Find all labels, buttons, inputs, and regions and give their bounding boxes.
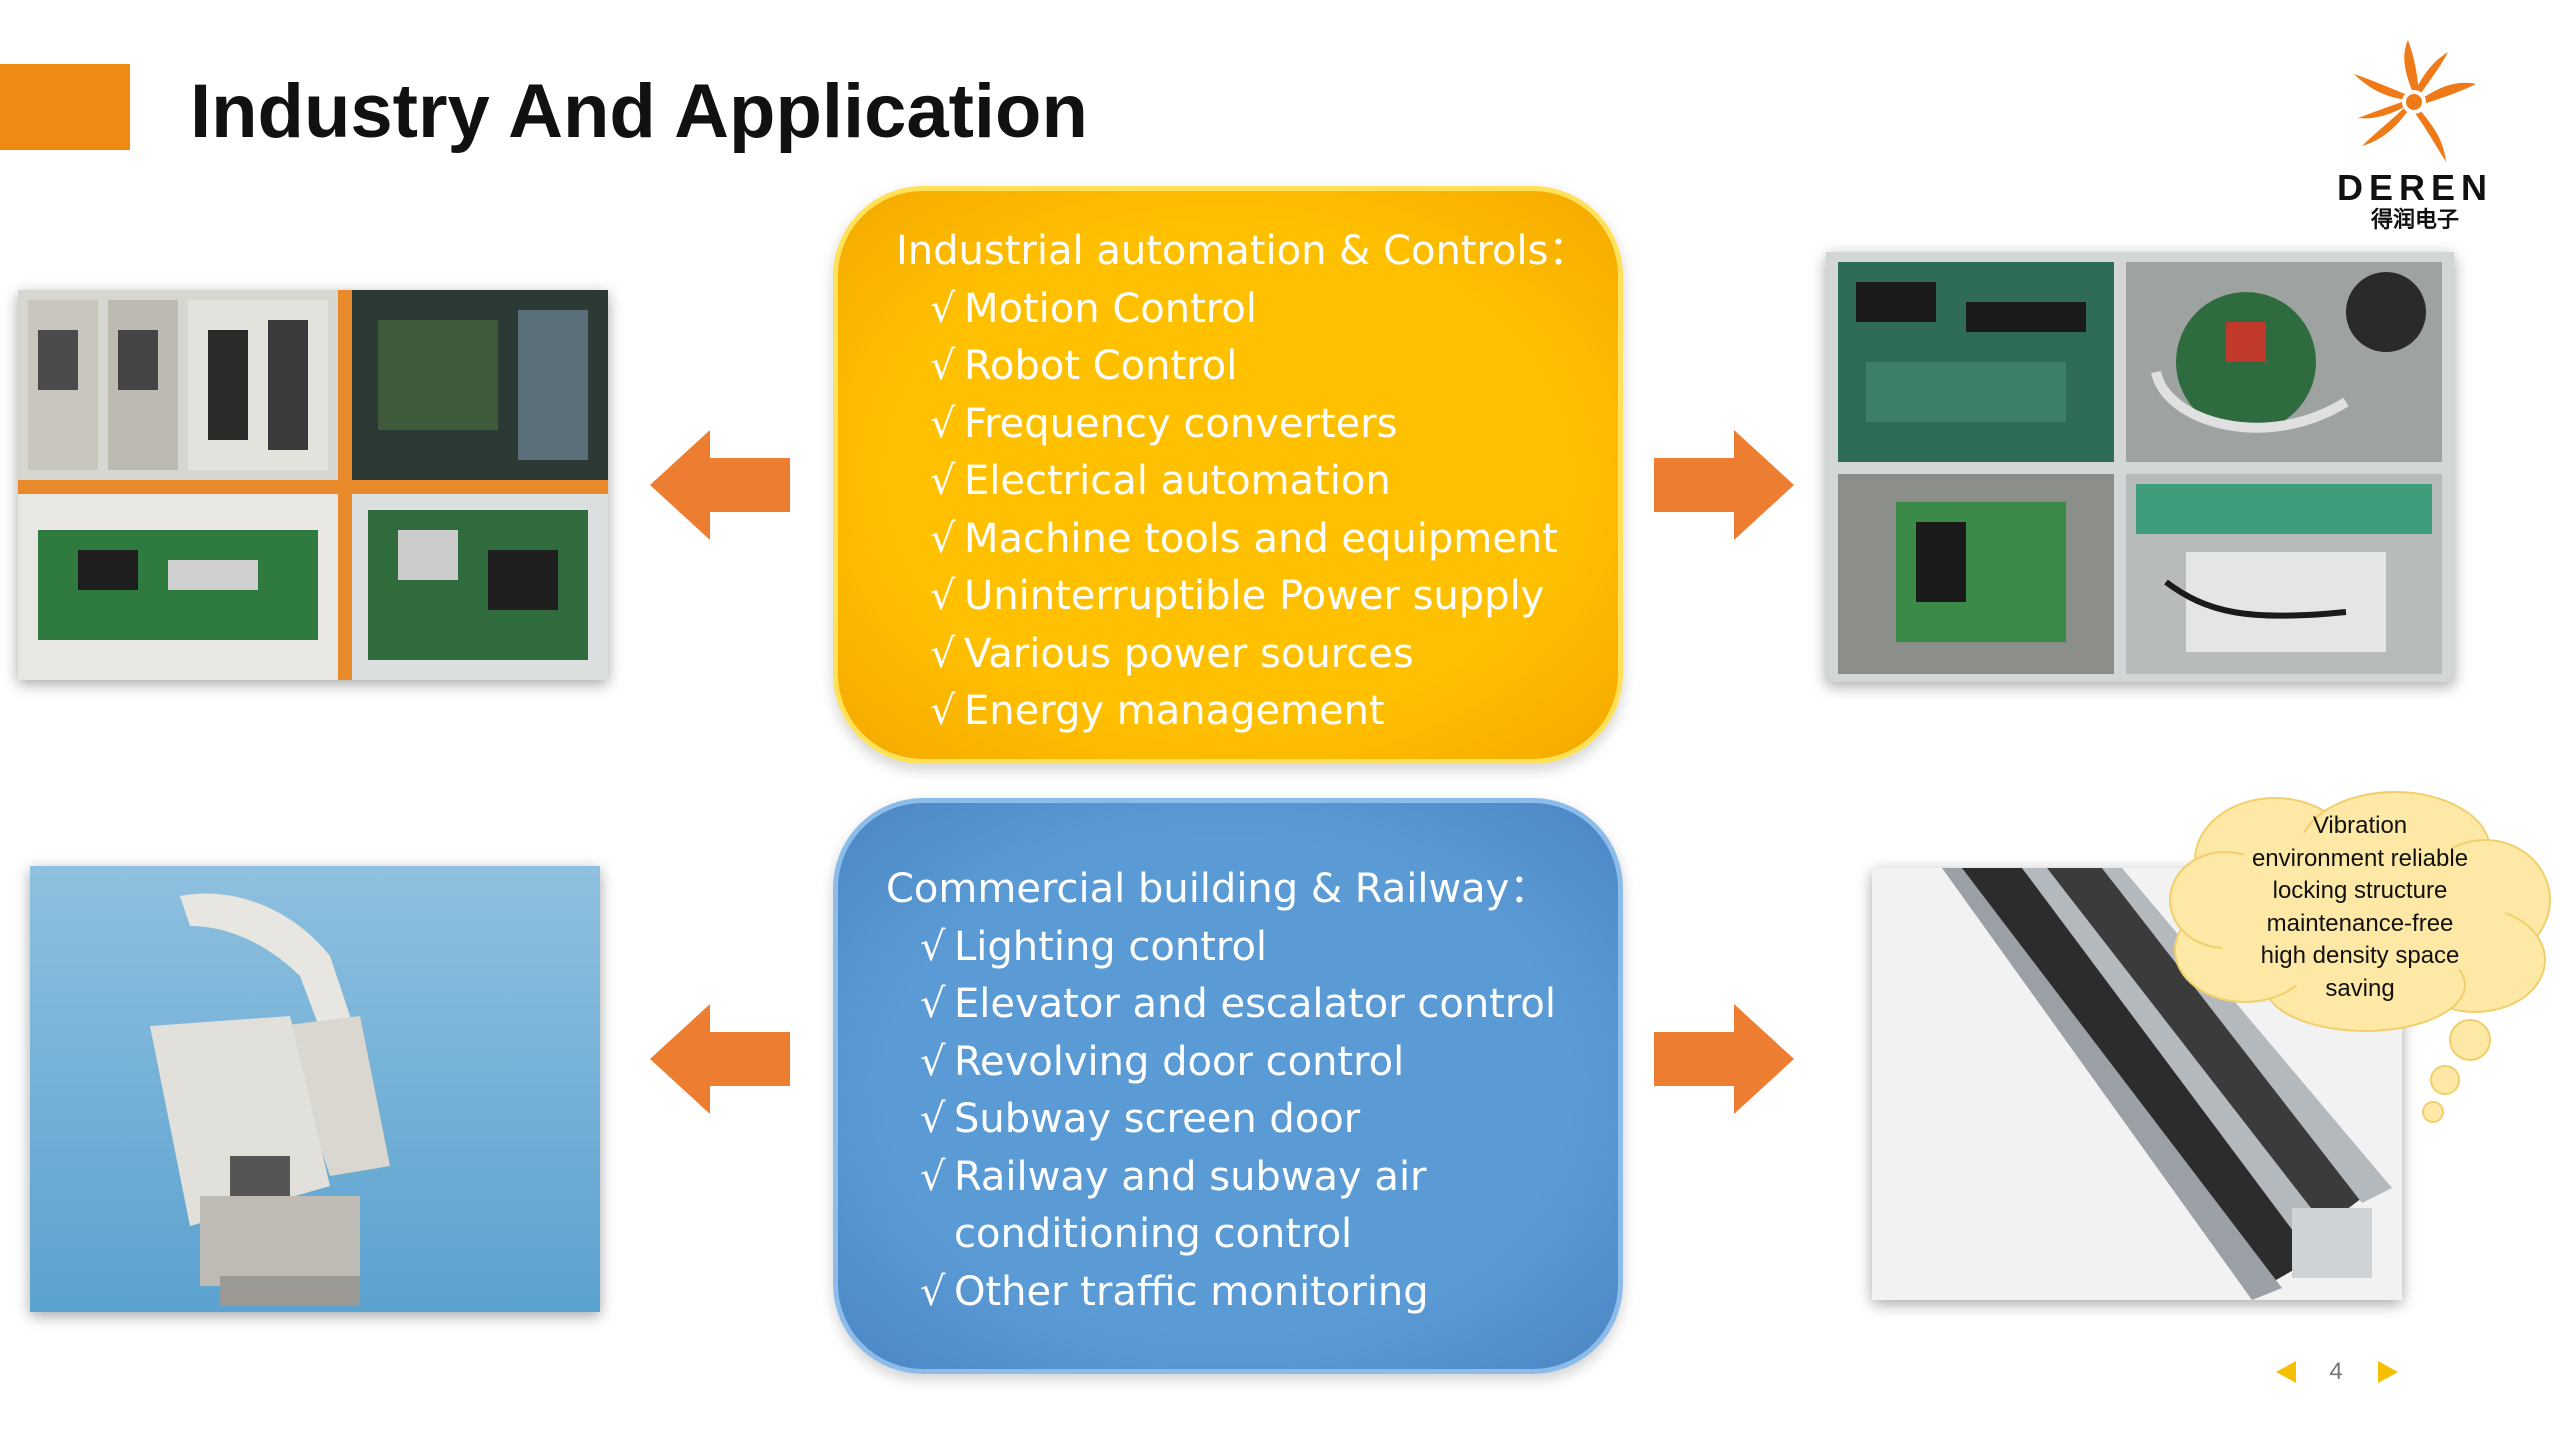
- list-item: Lighting control: [920, 919, 1618, 977]
- industrial-panel-heading: Industrial automation & Controls：: [896, 228, 1589, 274]
- logo-wordmark: DEREN: [2336, 167, 2494, 208]
- list-item: Robot Control: [930, 338, 1618, 396]
- list-item: Revolving door control: [920, 1034, 1618, 1092]
- triangle-right-icon[interactable]: [2378, 1361, 2398, 1383]
- callout-line: saving: [2325, 974, 2395, 1002]
- commercial-railway-panel: Commercial building & Railway： Lighting …: [833, 798, 1623, 1374]
- block-arrow-left-icon: [650, 1004, 790, 1114]
- list-item: Frequency converters: [930, 396, 1618, 454]
- industrial-robot-photo: [30, 866, 600, 1312]
- block-arrow-left-icon: [650, 430, 790, 540]
- escalator-photo: [1872, 868, 2402, 1300]
- list-item: Subway screen door: [920, 1091, 1618, 1149]
- feature-callout-bubble: Vibration environment reliable locking s…: [2165, 790, 2555, 1130]
- list-item: Machine tools and equipment: [930, 511, 1618, 569]
- arrow-right-bottom: [1654, 1004, 1794, 1114]
- deren-logo-icon: [2354, 40, 2476, 162]
- callout-line: Vibration: [2312, 812, 2408, 839]
- arrow-left-bottom: [650, 1004, 790, 1114]
- list-item: Various power sources: [930, 626, 1618, 684]
- list-item: Railway and subway air conditioning cont…: [920, 1149, 1618, 1264]
- callout-line: high density space: [2260, 942, 2460, 969]
- list-item: Motion Control: [930, 281, 1618, 339]
- company-logo: DEREN 得润电子: [2300, 36, 2530, 232]
- commercial-panel-heading: Commercial building & Railway：: [886, 866, 1550, 912]
- page-title: Industry And Application: [190, 69, 1088, 154]
- thought-bubble-icon: [2169, 791, 2551, 1123]
- arrow-left-top: [650, 430, 790, 540]
- callout-text: Vibration environment reliable locking s…: [2235, 810, 2485, 1005]
- logo-subtext: 得润电子: [2370, 207, 2459, 232]
- commercial-list: Lighting control Elevator and escalator …: [886, 919, 1618, 1322]
- list-item-line: conditioning control: [954, 1211, 1353, 1257]
- callout-line: locking structure: [2272, 877, 2448, 904]
- callout-line: environment reliable: [2251, 844, 2469, 872]
- industrial-list: Motion Control Robot Control Frequency c…: [896, 281, 1618, 741]
- callout-line: maintenance-free: [2266, 909, 2454, 937]
- list-item: Elevator and escalator control: [920, 976, 1618, 1034]
- page-number: 4: [2329, 1358, 2343, 1385]
- arrow-right-top: [1654, 430, 1794, 540]
- list-item-line: Railway and subway air: [954, 1153, 1427, 1200]
- block-arrow-right-icon: [1654, 1004, 1794, 1114]
- block-arrow-right-icon: [1654, 430, 1794, 540]
- industrial-automation-panel: Industrial automation & Controls： Motion…: [833, 186, 1623, 764]
- list-item: Electrical automation: [930, 453, 1618, 511]
- list-item: Other traffic monitoring: [920, 1264, 1618, 1322]
- list-item: Uninterruptible Power supply: [930, 568, 1618, 626]
- slide-pager: 4: [2270, 1355, 2400, 1391]
- servo-drive-photo: [18, 290, 608, 680]
- list-item: Energy management: [930, 683, 1618, 741]
- triangle-left-icon[interactable]: [2276, 1361, 2296, 1383]
- circuit-board-photo: [1826, 252, 2454, 682]
- title-accent-bar: [0, 64, 130, 150]
